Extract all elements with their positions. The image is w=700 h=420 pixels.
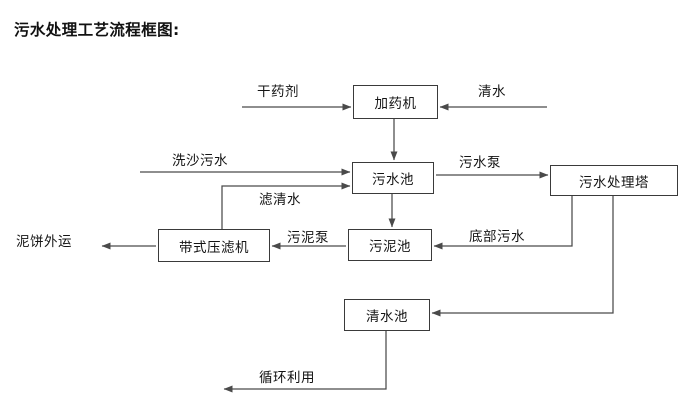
page-title: 污水处理工艺流程框图:: [14, 21, 180, 39]
terminal-label-mud-cake-out: 泥饼外运: [16, 234, 72, 250]
edge-filtrate-to-wastewater-pool: [221, 182, 351, 229]
node-label: 污水处理塔: [579, 174, 649, 191]
node-clean-water-pool[interactable]: 清水池: [344, 299, 430, 331]
edge-label-bottom-sewage: 底部污水: [469, 229, 525, 245]
edge-label-sand-wash-sewage: 洗沙污水: [172, 153, 228, 169]
edge-label-sludge-pump: 污泥泵: [287, 230, 329, 246]
node-label: 污水池: [372, 172, 414, 188]
edge-label-clean-water-in: 清水: [478, 84, 506, 100]
node-label: 加药机: [374, 96, 417, 112]
edge-tower-bottom-sewage-to-sludge-pool: [433, 196, 573, 250]
edge-clean-water-pool-to-recycle: [223, 331, 387, 393]
node-wastewater-pool[interactable]: 污水池: [352, 162, 434, 194]
edge-label-dry-chemical: 干药剂: [257, 84, 299, 100]
node-label: 清水池: [366, 309, 408, 325]
node-belt-filter-press[interactable]: 带式压滤机: [158, 229, 270, 262]
node-dosing-machine[interactable]: 加药机: [353, 85, 438, 119]
node-label: 带式压滤机: [179, 239, 249, 256]
node-treatment-tower[interactable]: 污水处理塔: [550, 165, 678, 196]
edge-label-recycle-reuse: 循环利用: [259, 370, 315, 386]
edge-label-filtered-water: 滤清水: [259, 192, 301, 208]
node-sludge-pool[interactable]: 污泥池: [348, 229, 432, 261]
edge-tower-to-clean-water-pool: [431, 196, 614, 317]
node-label: 污泥池: [369, 239, 411, 255]
edge-label-sewage-pump: 污水泵: [459, 155, 501, 171]
